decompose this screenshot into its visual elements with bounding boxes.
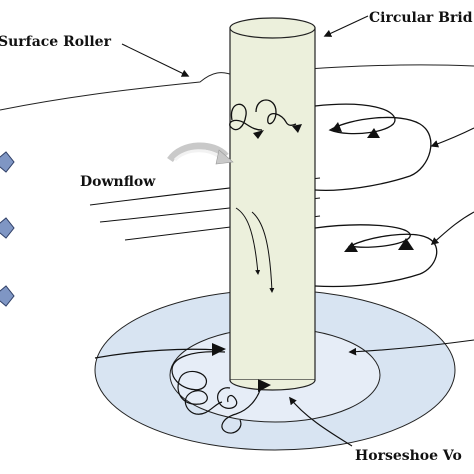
downflow-arrows [235,207,275,293]
wake-vortex-upper [314,103,432,192]
leader-scour-hole [348,339,474,356]
wake-vortices [314,103,438,288]
flow-marker-icon-1 [0,151,15,173]
label-downflow: Downflow [80,174,156,190]
surface-roller-arrow-2 [292,124,302,133]
surface-roller-curl-2 [255,99,297,126]
curved-arrow-icon [167,142,234,165]
wake-arrow-3 [344,242,358,252]
downflow-arrow-2 [251,211,275,293]
leader-horseshoe-vortex [289,396,353,447]
surface-roller-arrow-1 [253,130,264,139]
label-circular-bridge-pier: Circular Brid [369,10,473,26]
wake-vortex-lower [314,224,438,288]
flow-direction-markers [0,151,15,307]
surface-roller-curl-1 [229,103,263,131]
wake-arrow-4 [398,238,414,250]
circular-bridge-pier [229,17,316,391]
leader-lines [121,15,474,447]
water-surface-line [0,64,474,111]
horseshoe-arrow-2 [258,379,271,392]
horseshoe-vortex-loops [171,351,226,415]
leader-wake-vortex-upper [430,127,474,148]
flow-marker-icon-2 [0,217,15,239]
leader-wake-vortex-lower [430,211,474,246]
label-surface-roller: Surface Roller [0,34,112,50]
horseshoe-vortex [94,348,263,434]
leader-surface-roller [121,43,190,77]
surface-roller-curls [229,99,297,131]
downflow-arrow-1 [235,207,261,275]
horseshoe-vortex-inflow [94,348,219,359]
horseshoe-vortex-base-loop [217,387,238,409]
pier-base [229,379,316,391]
flow-marker-icon-3 [0,285,15,307]
pier-body [229,27,316,381]
wake-arrow-1 [331,122,342,132]
pier-top [229,17,316,39]
leader-circular-bridge-pier [323,15,369,37]
horseshoe-vortex-trail [221,383,263,434]
label-horseshoe-vortex: Horseshoe Vo [355,448,462,464]
wake-arrow-2 [367,128,380,138]
horseshoe-arrow-1 [212,343,226,356]
